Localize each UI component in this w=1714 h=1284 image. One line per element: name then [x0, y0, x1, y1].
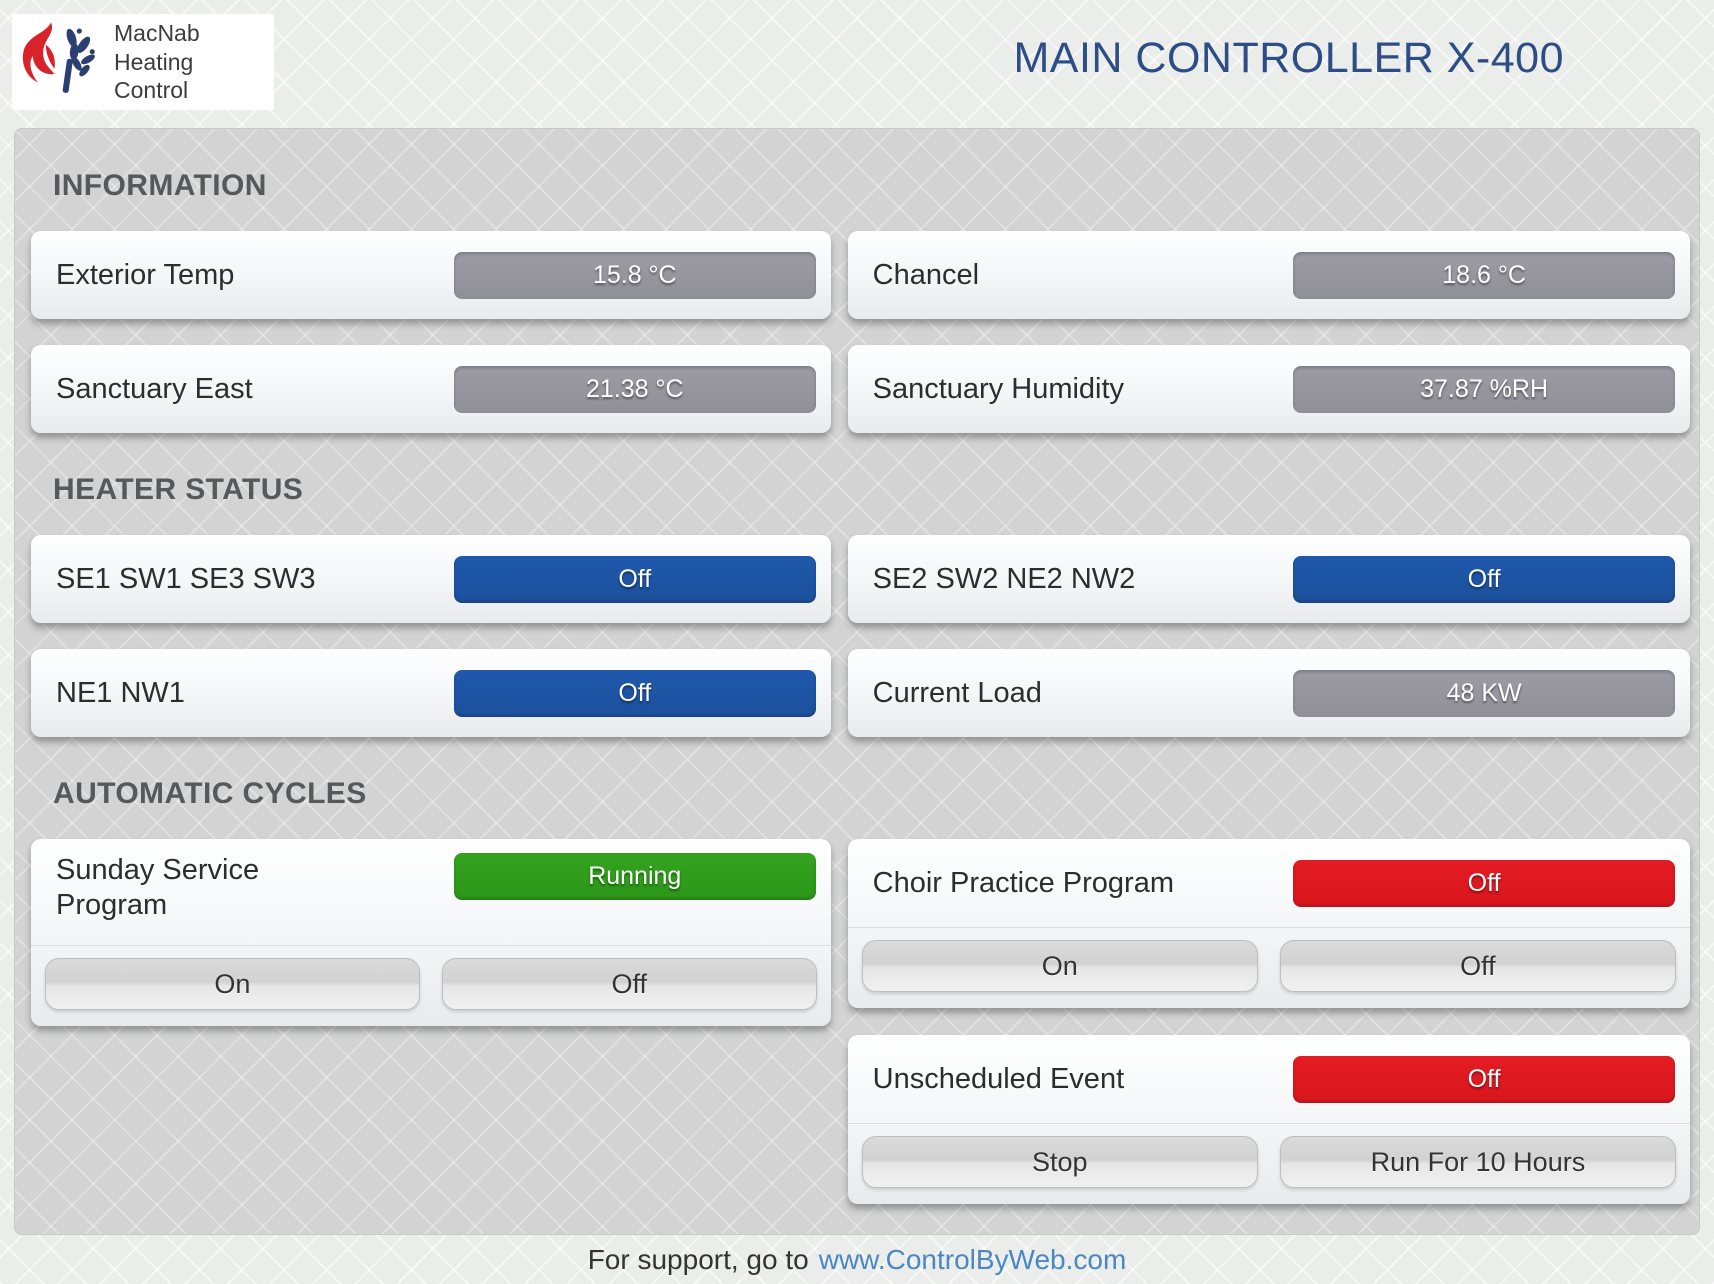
- heater-card-se1-sw1-se3-sw3: SE1 SW1 SE3 SW3 Off: [31, 535, 831, 623]
- program-label: Unscheduled Event: [872, 1062, 1125, 1095]
- info-card-sanctuary-east: Sanctuary East 21.38 °C: [31, 345, 831, 433]
- sensor-value-pill: 18.6 °C: [1293, 251, 1675, 299]
- program-status-pill: Off: [1293, 1055, 1675, 1103]
- unscheduled-event-card: Unscheduled Event Off Stop Run For 10 Ho…: [847, 1035, 1690, 1204]
- sensor-value-pill: 37.87 %RH: [1293, 365, 1675, 413]
- program-status-pill: Running: [453, 853, 816, 900]
- heater-label: SE1 SW1 SE3 SW3: [56, 562, 316, 595]
- heater-status-pill: Off: [453, 669, 816, 717]
- section-title-heater-status: HEATER STATUS: [53, 473, 304, 506]
- sensor-label: Exterior Temp: [56, 258, 235, 291]
- logo-line2: Heating Control: [114, 48, 194, 104]
- sensor-value-pill: 15.8 °C: [453, 251, 816, 299]
- choir-on-button[interactable]: On: [861, 940, 1258, 992]
- information-grid: Exterior Temp 15.8 °C Chancel 18.6 °C Sa…: [15, 231, 1699, 433]
- info-card-sanctuary-humidity: Sanctuary Humidity 37.87 %RH: [847, 345, 1690, 433]
- header: MacNab Heating Control MAIN CONTROLLER X…: [0, 0, 1714, 128]
- choir-off-button[interactable]: Off: [1279, 940, 1676, 992]
- unscheduled-stop-button[interactable]: Stop: [861, 1136, 1258, 1188]
- sunday-off-button[interactable]: Off: [441, 958, 817, 1010]
- automatic-cycles-right-column: Choir Practice Program Off On Off Unsche…: [847, 839, 1690, 1204]
- program-label: Sunday Service Program: [56, 854, 260, 921]
- heater-label: NE1 NW1: [56, 676, 185, 709]
- heater-status-pill: Off: [453, 555, 816, 603]
- footer: For support, go to www.ControlByWeb.com: [0, 1235, 1714, 1284]
- automatic-cycles-grid: Sunday Service Program Running On Off Ch…: [15, 839, 1699, 1204]
- choir-practice-program-card: Choir Practice Program Off On Off: [847, 839, 1690, 1008]
- logo-text: MacNab Heating Control: [114, 19, 266, 105]
- sensor-label: Sanctuary Humidity: [872, 372, 1125, 405]
- main-panel: INFORMATION Exterior Temp 15.8 °C Chance…: [14, 128, 1700, 1235]
- support-link[interactable]: www.ControlByWeb.com: [818, 1243, 1127, 1275]
- sensor-label: Chancel: [872, 258, 980, 291]
- info-card-chancel: Chancel 18.6 °C: [847, 231, 1690, 319]
- program-status-pill: Off: [1293, 859, 1675, 907]
- sunday-on-button[interactable]: On: [45, 958, 420, 1010]
- current-load-label: Current Load: [872, 676, 1042, 709]
- logo-line1: MacNab: [114, 19, 200, 46]
- info-card-exterior-temp: Exterior Temp 15.8 °C: [31, 231, 831, 319]
- sensor-label: Sanctuary East: [56, 372, 253, 405]
- heater-status-pill: Off: [1293, 555, 1675, 603]
- section-title-information: INFORMATION: [53, 169, 267, 202]
- page-title: MAIN CONTROLLER X-400: [1013, 34, 1564, 82]
- section-title-automatic-cycles: AUTOMATIC CYCLES: [53, 777, 367, 810]
- sensor-value-pill: 21.38 °C: [453, 365, 816, 413]
- current-load-card: Current Load 48 KW: [847, 649, 1690, 737]
- heater-label: SE2 SW2 NE2 NW2: [872, 562, 1136, 595]
- current-load-value-pill: 48 KW: [1293, 669, 1675, 717]
- macnab-logo: MacNab Heating Control: [12, 14, 274, 110]
- unscheduled-run-10-hours-button[interactable]: Run For 10 Hours: [1279, 1136, 1676, 1188]
- heater-card-se2-sw2-ne2-nw2: SE2 SW2 NE2 NW2 Off: [847, 535, 1690, 623]
- heater-status-grid: SE1 SW1 SE3 SW3 Off SE2 SW2 NE2 NW2 Off …: [15, 535, 1699, 737]
- sunday-service-program-card: Sunday Service Program Running On Off: [31, 839, 831, 1026]
- flame-leaf-logo-icon: [22, 22, 95, 93]
- support-text: For support, go to: [587, 1243, 809, 1275]
- heater-card-ne1-nw1: NE1 NW1 Off: [31, 649, 831, 737]
- program-label: Choir Practice Program: [872, 866, 1174, 899]
